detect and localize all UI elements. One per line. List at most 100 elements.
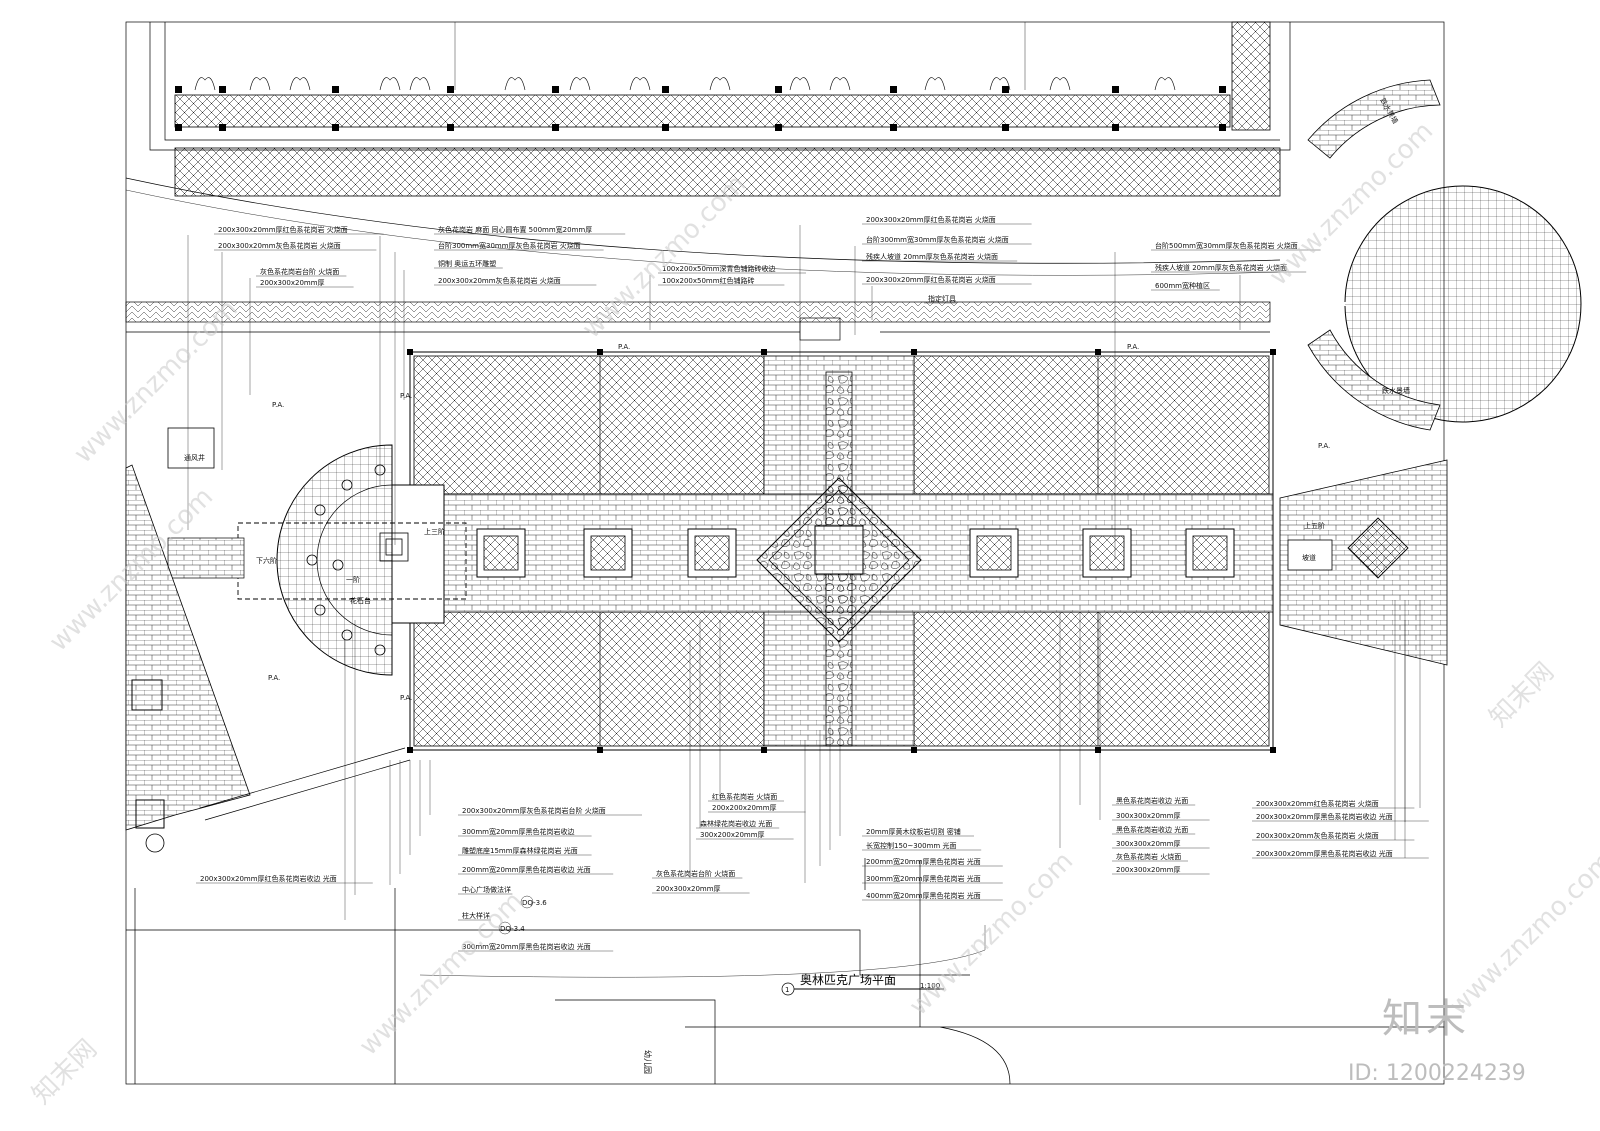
fence-post xyxy=(552,124,559,131)
fence-post xyxy=(1219,124,1226,131)
annotation-label: 200x300x20mm厚 xyxy=(260,279,325,287)
one-step-label: 一阶 xyxy=(346,575,360,584)
annotation-label: 200x300x20mm灰色系花岗岩 火烧面 xyxy=(438,276,561,285)
drawing-title: 奥林匹克广场平面 xyxy=(800,973,896,987)
annotation-label: 台阶300mm宽30mm厚灰色系花岗岩 火烧面 xyxy=(438,241,581,250)
annotation-label: 200x300x20mm厚 xyxy=(656,885,721,893)
fence-post xyxy=(662,124,669,131)
north-fence-band xyxy=(149,21,1291,197)
watermark-text: www.znzmo.com xyxy=(904,846,1079,1021)
drawing-scale: 1:100 xyxy=(920,982,940,990)
corner-markers xyxy=(407,349,1276,753)
column-marker xyxy=(341,479,353,491)
vent-shaft xyxy=(167,427,215,469)
planter-bed xyxy=(483,535,519,571)
annotation-label: 柱大样详 xyxy=(462,911,490,920)
annotation-leaders xyxy=(187,223,1429,952)
corner-marker xyxy=(761,747,767,753)
annotation-label: 灰色系花岗岩台阶 火烧面 xyxy=(656,869,735,878)
fence-post xyxy=(219,124,226,131)
annotation-label: 灰色花岗岩 麻面 同心圆布置 500mm宽20mm厚 xyxy=(438,225,592,234)
stairs-up5-label: 上五阶 xyxy=(1304,521,1325,530)
corner-marker xyxy=(761,349,767,355)
annotation-label: 中心广场做法详 xyxy=(462,885,511,894)
fence-post xyxy=(1002,124,1009,131)
shrub-icon xyxy=(1049,77,1071,91)
shrub-icon xyxy=(409,77,431,91)
pa-label: P.A. xyxy=(400,694,412,702)
road-curve xyxy=(125,177,1281,264)
annotation-label: 200x300x20mm灰色系花岗岩 火烧面 xyxy=(218,241,341,250)
annotation-label: 300x300x20mm厚 xyxy=(1116,812,1181,820)
shrub-icon xyxy=(504,77,526,91)
drawing-title-block: 1 奥林匹克广场平面 1:100 xyxy=(781,973,944,996)
planter-bed xyxy=(1192,535,1228,571)
fence-post xyxy=(1112,86,1119,93)
column-marker xyxy=(332,559,344,571)
annotation-label: 200x300x20mm厚红色系花岗岩 火烧面 xyxy=(866,215,996,224)
pa-label: P.A. xyxy=(400,392,412,400)
fence-post xyxy=(1219,86,1226,93)
fence-post xyxy=(175,86,182,93)
water-feature-label: 跌水景墙 xyxy=(1382,386,1410,395)
annotation-label: 台阶500mm宽30mm厚灰色系花岗岩 火烧面 xyxy=(1155,241,1298,250)
shrub-icon xyxy=(829,77,851,91)
annotation-label: 300x300x20mm厚 xyxy=(1116,840,1181,848)
annotation-label: 指定灯具 xyxy=(928,294,956,303)
shrub-icon xyxy=(379,77,401,91)
corner-marker xyxy=(1270,747,1276,753)
shrub-icon xyxy=(924,77,946,91)
west-diagonal-path xyxy=(125,464,251,831)
planter-bed xyxy=(694,535,730,571)
corner-marker xyxy=(597,747,603,753)
annotation-label: 200mm宽20mm厚黑色花岗岩 光面 xyxy=(866,857,981,866)
annotation-label: 300mm宽20mm厚黑色花岗岩收边 光面 xyxy=(462,942,591,951)
planter-bed xyxy=(1089,535,1125,571)
annotation-label: 300x200x20mm厚 xyxy=(700,831,765,839)
sculpture-court-columns xyxy=(306,464,386,656)
stairs-up3-label: 上三阶 xyxy=(424,527,445,536)
pa-label: P.A. xyxy=(1127,343,1139,351)
vent-label: 通风井 xyxy=(184,453,205,462)
title-index: 1 xyxy=(785,986,789,994)
corner-marker xyxy=(597,349,603,355)
ref-mark: DQ-3.6 xyxy=(522,899,547,907)
pa-label: P.A. xyxy=(268,674,280,682)
corner-marker xyxy=(911,349,917,355)
hedge-shrubs xyxy=(194,77,1176,91)
annotation-label: 300mm宽20mm厚黑色花岗岩收边 xyxy=(462,827,575,836)
fence-post xyxy=(890,124,897,131)
top-annotations: 200x300x20mm厚红色系花岗岩 火烧面 200x300x20mm灰色系花岗… xyxy=(218,215,1298,303)
fence-post xyxy=(890,86,897,93)
square-planters xyxy=(476,528,1235,578)
corner-marker xyxy=(1270,349,1276,355)
column-marker xyxy=(341,629,353,641)
column-marker xyxy=(374,644,386,656)
annotation-label: 残疾人坡道 20mm厚灰色系花岗岩 火烧面 xyxy=(1155,263,1287,272)
watermark-id: ID: 1200224239 xyxy=(1348,1061,1526,1086)
shrub-icon xyxy=(709,77,731,91)
annotation-label: 铜制 奥运五环雕塑 xyxy=(438,259,496,268)
bottom-annotations: 200x300x20mm厚 灰色系花岗岩台阶 火烧面 300mm宽20mm厚黑色花岗… xyxy=(200,792,1393,951)
pa-label: P.A. xyxy=(618,343,630,351)
column-marker xyxy=(314,604,326,616)
corner-marker xyxy=(1095,747,1101,753)
corner-marker xyxy=(407,747,413,753)
fence-post xyxy=(447,86,454,93)
fence-post xyxy=(332,86,339,93)
fence-post xyxy=(1112,124,1119,131)
annotation-label: 200x300x20mm灰色系花岗岩 火烧面 xyxy=(1256,831,1379,840)
fence-post xyxy=(1002,86,1009,93)
shrub-icon xyxy=(249,77,271,91)
corner-marker xyxy=(1095,349,1101,355)
annotation-label: 红色系花岗岩 火烧面 xyxy=(712,792,777,801)
watermark-brand-cn: 知末网 xyxy=(1484,657,1560,733)
stone-table-label: 花石台 xyxy=(350,596,371,605)
annotation-label: 森林绿花岗岩收边 光面 xyxy=(700,819,772,828)
annotation-label: 200x300x20mm厚黑色系花岗岩收边 光面 xyxy=(1256,849,1393,858)
planter-bed xyxy=(590,535,626,571)
herringbone-paving-band xyxy=(125,301,1271,323)
annotation-label: 200x200x20mm厚 xyxy=(712,804,777,812)
column-marker xyxy=(314,504,326,516)
